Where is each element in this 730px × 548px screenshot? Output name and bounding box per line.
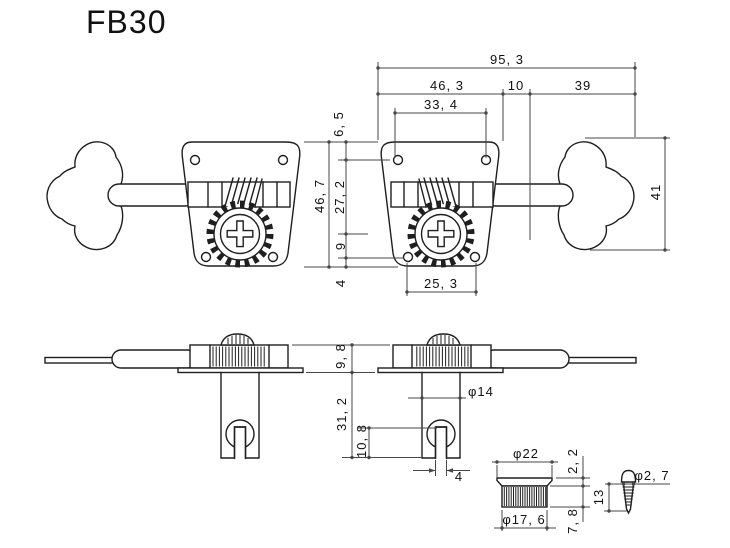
dim-screw-diameter-label: φ2, 7 <box>634 468 669 483</box>
bushing-flange <box>496 477 553 487</box>
dim-plate-height-chain: 46, 7 6, 5 27, 2 9 4 <box>304 111 404 287</box>
dim-housing-post-chain: 9, 8 31, 2 10, 8 <box>292 343 437 460</box>
dim-housing-height-label: 9, 8 <box>333 343 348 369</box>
dim-key-width-label: 39 <box>575 78 591 93</box>
dim-post-diameter: φ14 <box>408 384 494 400</box>
dim-key-height: 41 <box>585 136 670 252</box>
dim-bushing-heights: 2, 2 7, 8 <box>550 448 590 534</box>
dim-plate-height-label: 46, 7 <box>312 179 327 213</box>
dim-screw-length: 13 <box>591 482 627 513</box>
dim-post-diameter-label: φ14 <box>468 384 494 399</box>
dim-bushing-body-height-label: 7, 8 <box>565 508 580 534</box>
screw-threads <box>622 486 635 506</box>
dim-screw-diameter: φ2, 7 <box>605 468 670 486</box>
dim-bushing-body-diameter-label: φ17, 6 <box>502 512 545 527</box>
dim-screw-length-label: 13 <box>591 489 606 505</box>
bushing-knurl <box>503 487 547 506</box>
dim-plate-width-label: 46, 3 <box>430 78 464 93</box>
dim-bushing-flange-diameter-label: φ22 <box>513 446 539 461</box>
dim-hole-to-gear-label: 27, 2 <box>332 180 347 214</box>
dim-plate-top-to-hole-label: 6, 5 <box>331 111 346 137</box>
dim-slot-width-label: 4 <box>455 469 463 484</box>
front-view-left <box>47 142 300 266</box>
dim-post-length-label: 31, 2 <box>334 397 349 431</box>
dim-hole-to-edge-label: 4 <box>333 279 348 287</box>
dim-top-hole-span: 33, 4 <box>393 97 488 158</box>
dim-plate-key-gap-label: 10 <box>508 78 524 93</box>
dim-top-hole-span-label: 33, 4 <box>424 97 458 112</box>
front-view-right-mirrored <box>381 142 634 266</box>
wood-screw-detail <box>620 469 637 515</box>
dim-slot-width: 4 <box>413 460 470 484</box>
dim-bushing-flange-height-label: 2, 2 <box>565 448 580 474</box>
dim-overall-width: 95, 3 <box>376 52 637 140</box>
dim-slot-depth-label: 10, 8 <box>354 424 369 458</box>
dim-key-height-label: 41 <box>648 184 663 200</box>
dim-overall-width-label: 95, 3 <box>490 52 524 67</box>
dim-plate-gap-key-widths: 46, 3 10 39 <box>376 78 637 240</box>
dim-bushing-flange-diameter: φ22 <box>492 446 558 477</box>
dim-bottom-hole-span: 25, 3 <box>405 263 478 296</box>
side-view-left <box>44 333 304 460</box>
dim-gear-to-hole-label: 9 <box>333 242 348 250</box>
dim-bottom-hole-span-label: 25, 3 <box>424 276 458 291</box>
dim-bushing-body-diameter: φ17, 6 <box>494 510 556 531</box>
side-view-right-mirrored <box>377 333 637 460</box>
bushing-detail <box>496 477 553 508</box>
page-title: FB30 <box>86 4 166 40</box>
screw-thread-shaft <box>622 483 635 515</box>
screw-head <box>620 469 637 483</box>
